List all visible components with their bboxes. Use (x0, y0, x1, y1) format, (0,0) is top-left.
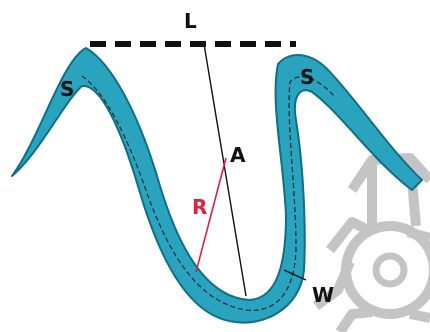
label-w: W (312, 283, 334, 307)
centerline (81, 75, 335, 311)
label-s-right: S (300, 65, 314, 89)
radius-line (195, 157, 227, 273)
label-l: L (184, 9, 197, 33)
label-s-left: S (60, 77, 74, 101)
width-marker (283, 269, 307, 281)
axis-line (203, 43, 247, 297)
watermark-pattern (313, 153, 430, 332)
label-r: R (192, 195, 207, 219)
label-a: A (230, 143, 246, 167)
